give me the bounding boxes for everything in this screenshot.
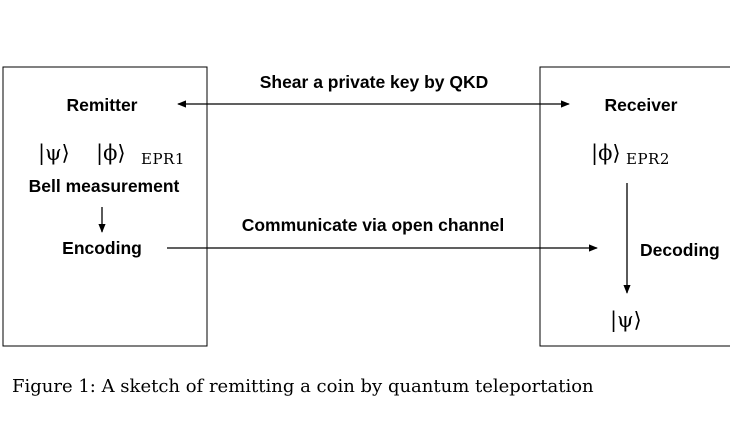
bell-measurement-label: Bell measurement bbox=[29, 176, 180, 196]
receiver-psi-ket: |ψ⟩ bbox=[610, 308, 642, 333]
decoding-label: Decoding bbox=[640, 240, 720, 260]
receiver-title: Receiver bbox=[605, 95, 678, 115]
receiver-phi-ket: |ϕ⟩ bbox=[591, 141, 621, 166]
remitter-phi-subscript: EPR1 bbox=[141, 150, 185, 168]
receiver-box bbox=[539, 66, 730, 347]
receiver-phi-subscript: EPR2 bbox=[626, 150, 670, 168]
remitter-psi-ket: |ψ⟩ bbox=[38, 141, 70, 166]
figure-caption: Figure 1: A sketch of remitting a coin b… bbox=[12, 376, 594, 397]
qkd-label: Shear a private key by QKD bbox=[260, 72, 489, 92]
remitter-title: Remitter bbox=[67, 95, 138, 115]
remitter-phi-ket: |ϕ⟩ bbox=[96, 141, 126, 166]
encoding-label: Encoding bbox=[62, 238, 142, 258]
remitter-box bbox=[2, 66, 208, 347]
open-channel-label: Communicate via open channel bbox=[242, 215, 505, 235]
